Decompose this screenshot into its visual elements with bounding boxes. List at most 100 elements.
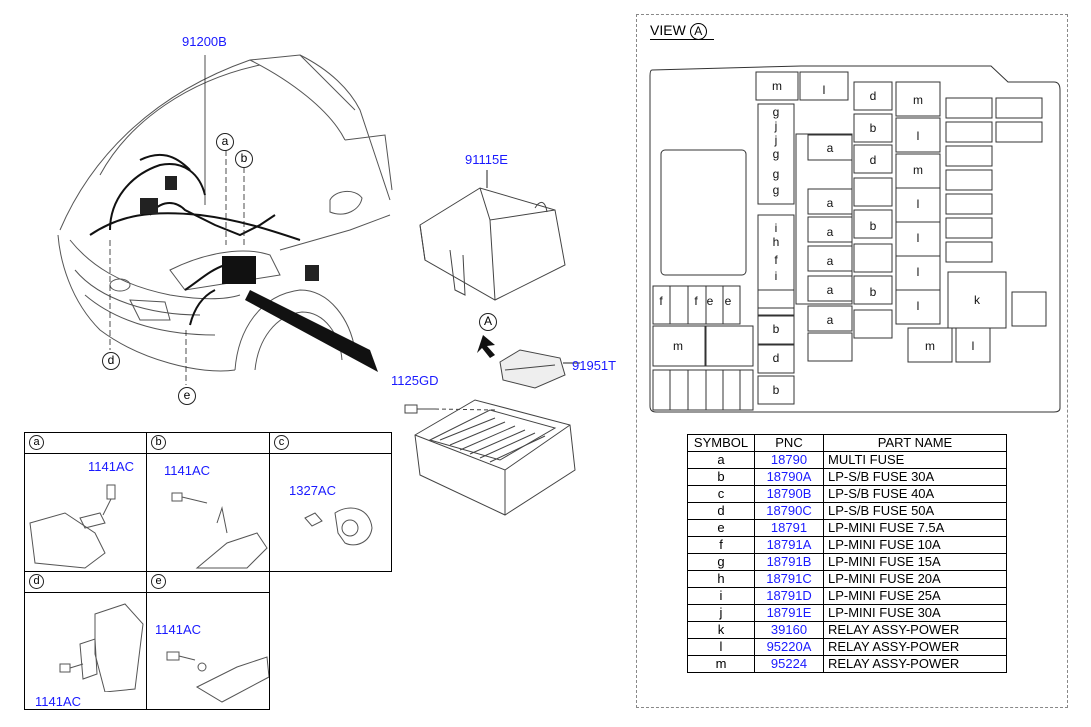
slot-f1: f <box>774 253 778 267</box>
slot-l-top: l <box>823 83 826 97</box>
slot-m1: m <box>913 93 923 107</box>
symbol-cell: h <box>687 570 755 588</box>
detail-c-illustration <box>304 507 373 546</box>
pnc-link[interactable]: 18791E <box>754 604 824 622</box>
slot-l1: l <box>917 129 920 143</box>
slot-m3: m <box>925 339 935 353</box>
symbol-cell: g <box>687 553 755 571</box>
pnc-link[interactable]: 18791D <box>754 587 824 605</box>
fuse-box-illustration <box>404 170 580 516</box>
detail-a-callout: a <box>29 435 44 450</box>
callout-e: e <box>178 387 196 405</box>
slot-i2: i <box>775 269 778 283</box>
slot-g3: g <box>773 167 780 181</box>
slot-l5: l <box>917 299 920 313</box>
view-label: VIEW <box>650 22 686 38</box>
slot-g4: g <box>773 183 780 197</box>
symbol-cell: f <box>687 536 755 554</box>
slot-e2: e <box>725 294 732 308</box>
pnc-link[interactable]: 18791 <box>754 519 824 537</box>
pnc-link[interactable]: 39160 <box>754 621 824 639</box>
symbol-cell: k <box>687 621 755 639</box>
pnc-link[interactable]: 18791A <box>754 536 824 554</box>
slot-a2: a <box>827 196 834 210</box>
detail-panel-a: a 1141AC <box>24 432 147 572</box>
symbol-cell: l <box>687 638 755 656</box>
symbol-cell: i <box>687 587 755 605</box>
detail-b-pnc[interactable]: 1141AC <box>164 463 211 478</box>
car-harness-illustration <box>57 54 393 385</box>
pnc-link[interactable]: 18790C <box>754 502 824 520</box>
part-name-cell: LP-S/B FUSE 50A <box>823 502 1007 520</box>
detail-d-illustration <box>59 603 144 692</box>
detail-b-illustration <box>171 492 268 569</box>
fuse-layout-diagram: m l g j j g g g i h f i b d b a a a a a … <box>649 65 1061 413</box>
symbol-cell: d <box>687 502 755 520</box>
slot-l3: l <box>917 231 920 245</box>
callout-d: d <box>102 352 120 370</box>
part-name-cell: LP-S/B FUSE 30A <box>823 468 1007 486</box>
part-name-cell: LP-MINI FUSE 7.5A <box>823 519 1007 537</box>
slot-e1: e <box>707 294 714 308</box>
slot-f3: f <box>694 294 698 308</box>
slot-h: h <box>773 235 780 249</box>
pnc-link[interactable]: 95220A <box>754 638 824 656</box>
pnc-link[interactable]: 95224 <box>754 655 824 673</box>
slot-g1: g <box>773 105 780 119</box>
slot-l2: l <box>917 197 920 211</box>
slot-i1: i <box>775 221 778 235</box>
slot-m-top: m <box>772 79 782 93</box>
detail-b-callout: b <box>151 435 166 450</box>
detail-e-illustration <box>166 651 269 703</box>
part-name-cell: LP-MINI FUSE 20A <box>823 570 1007 588</box>
callout-b: b <box>235 150 253 168</box>
detail-c-pnc[interactable]: 1327AC <box>289 483 336 498</box>
slot-a5: a <box>827 283 834 297</box>
pnc-link[interactable]: 18791B <box>754 553 824 571</box>
detail-panel-e: e 1141AC <box>146 571 270 710</box>
pnc-link[interactable]: 18790A <box>754 468 824 486</box>
detail-a-pnc[interactable]: 1141AC <box>88 459 135 474</box>
part-name-cell: LP-MINI FUSE 30A <box>823 604 1007 622</box>
bolt-pnc-label[interactable]: 1125GD <box>391 373 439 388</box>
detail-e-pnc[interactable]: 1141AC <box>155 622 202 637</box>
header-symbol: SYMBOL <box>687 434 755 452</box>
part-name-cell: RELAY ASSY-POWER <box>823 621 1007 639</box>
harness-pnc-label[interactable]: 91200B <box>182 34 227 49</box>
slot-b3: b <box>870 285 877 299</box>
box-cover-pnc-label[interactable]: 91115E <box>465 152 508 167</box>
pnc-link[interactable]: 18790 <box>754 451 824 469</box>
part-name-cell: RELAY ASSY-POWER <box>823 638 1007 656</box>
part-name-cell: LP-S/B FUSE 40A <box>823 485 1007 503</box>
detail-a-illustration <box>29 484 116 569</box>
symbol-cell: a <box>687 451 755 469</box>
slot-l6: l <box>972 339 975 353</box>
slot-a4: a <box>827 254 834 268</box>
part-name-cell: LP-MINI FUSE 25A <box>823 587 1007 605</box>
slot-a1: a <box>827 141 834 155</box>
pnc-link[interactable]: 18790B <box>754 485 824 503</box>
slot-a3: a <box>827 225 834 239</box>
symbol-cell: m <box>687 655 755 673</box>
detail-d-pnc[interactable]: 1141AC <box>35 694 82 709</box>
detail-panel-b: b 1141AC <box>146 432 270 572</box>
slot-b-low1: b <box>773 322 780 336</box>
detail-panel-d: d 1141AC <box>24 571 147 710</box>
pnc-link[interactable]: 18791C <box>754 570 824 588</box>
relay-pnc-label[interactable]: 91951T <box>572 358 617 373</box>
part-name-cell: RELAY ASSY-POWER <box>823 655 1007 673</box>
callout-a: a <box>216 133 234 151</box>
